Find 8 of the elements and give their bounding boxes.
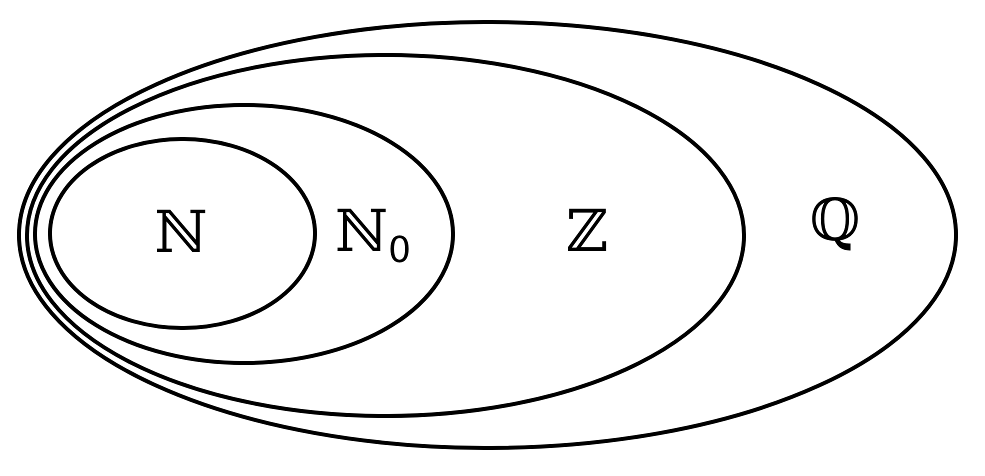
set-ellipse xyxy=(48,137,317,330)
set-label: ℕ xyxy=(154,203,208,261)
set-ellipse xyxy=(25,53,746,418)
set-ellipse xyxy=(17,20,958,450)
set-label: ℕ$_{0}$ xyxy=(335,202,411,260)
set-label: ℤ xyxy=(566,202,608,260)
set-label: ℚ xyxy=(810,191,860,249)
set-ellipse xyxy=(33,103,455,365)
